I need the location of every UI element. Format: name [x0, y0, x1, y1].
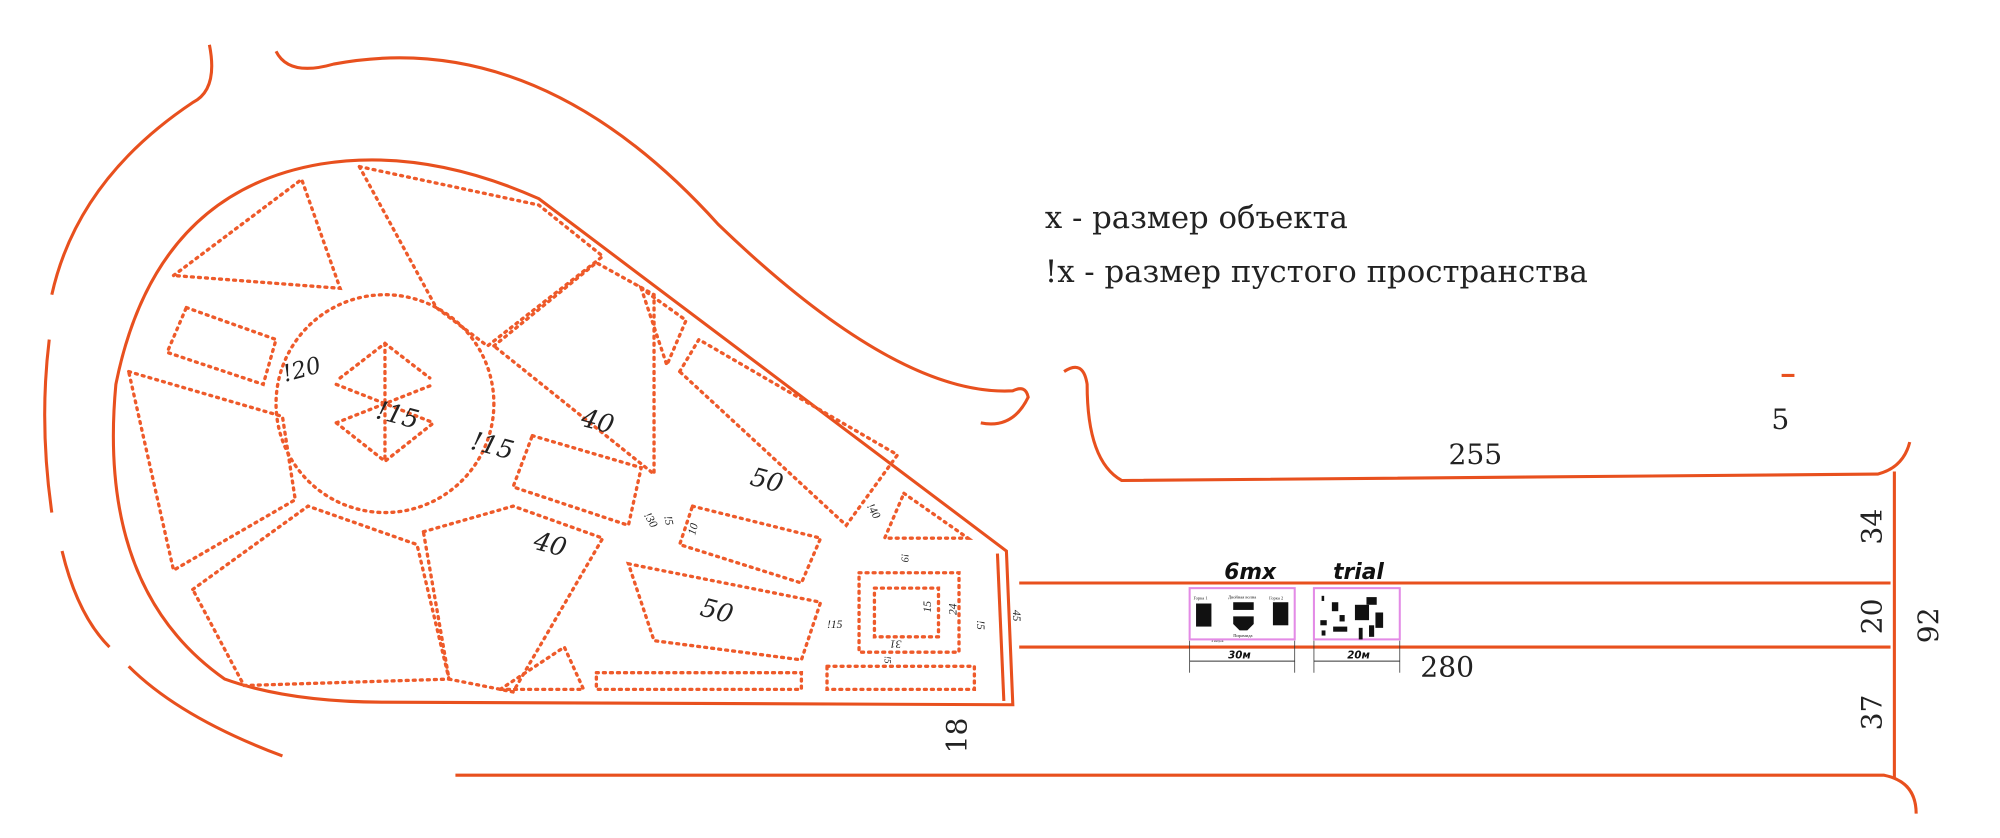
park-boundary — [111, 158, 1015, 707]
park-label: !5 — [883, 656, 893, 664]
trial-obstacles — [1320, 595, 1384, 640]
obstacle-gorka-1 — [1196, 603, 1212, 627]
park-label: 50 — [697, 593, 736, 630]
zone-trial-width: 20м — [1347, 650, 1370, 662]
dim-strip-length: 280 — [1420, 651, 1474, 684]
obstacle-double-wave — [1233, 602, 1254, 610]
dim-right-total: 92 — [1912, 607, 1945, 643]
park-label: !15 — [468, 426, 517, 466]
park-label: !5 — [661, 515, 675, 527]
park-paths — [126, 164, 977, 694]
zone-6mx-width: 30м — [1228, 650, 1251, 662]
obstacle-pyramid — [1233, 616, 1254, 631]
label-pyramid: Пирамида — [1233, 633, 1252, 638]
zone-trial-title: trial — [1333, 560, 1384, 585]
label-gorka-2: Горка 2 — [1269, 596, 1283, 601]
park-labels: !20 !15 !15 40 50 40 50 !30 !5 10 !40 !9… — [280, 353, 1022, 664]
park-label: 40 — [530, 526, 570, 564]
park-label: !15 — [827, 619, 843, 631]
label-double-wave: Двойная волна — [1228, 594, 1256, 599]
zone-6mx-title: 6mx — [1224, 560, 1277, 585]
park-label: 24 — [947, 603, 959, 615]
park-label: 31 — [890, 638, 903, 650]
label-gorka-1: Горка 1 — [1193, 596, 1207, 601]
park-label: 50 — [747, 462, 786, 499]
legend-empty-space: !x - размер пустого пространства — [1045, 254, 1588, 290]
dim-right-mid: 20 — [1856, 598, 1889, 634]
dim-right-top: 34 — [1856, 509, 1889, 545]
road-outlines — [43, 44, 1918, 814]
zone-trial: trial 20м — [1312, 560, 1401, 673]
legend-object-size: x - размер объекта — [1045, 200, 1348, 236]
dim-bottom-gap: 18 — [941, 718, 974, 754]
dim-top-length: 255 — [1448, 438, 1502, 471]
park-label: !30 — [641, 511, 659, 531]
zone-6mx: 6mx Горка 1 Двойная волна Горка 2 Пирами… — [1188, 560, 1296, 673]
park-label: !5 — [974, 620, 986, 630]
obstacle-gorka-2 — [1272, 602, 1289, 626]
label-gap: 4 метров — [1211, 639, 1223, 643]
park-label: 40 — [577, 403, 617, 441]
park-label: 10 — [686, 522, 701, 536]
park-label: !15 — [373, 396, 422, 436]
dim-top-right: 5 — [1771, 403, 1789, 436]
park-label: !40 — [864, 502, 882, 522]
park-label: 15 — [922, 601, 934, 613]
park-label: !9 — [898, 554, 909, 563]
dim-right-bottom: 37 — [1856, 695, 1889, 731]
park-label: 45 — [1010, 610, 1022, 622]
